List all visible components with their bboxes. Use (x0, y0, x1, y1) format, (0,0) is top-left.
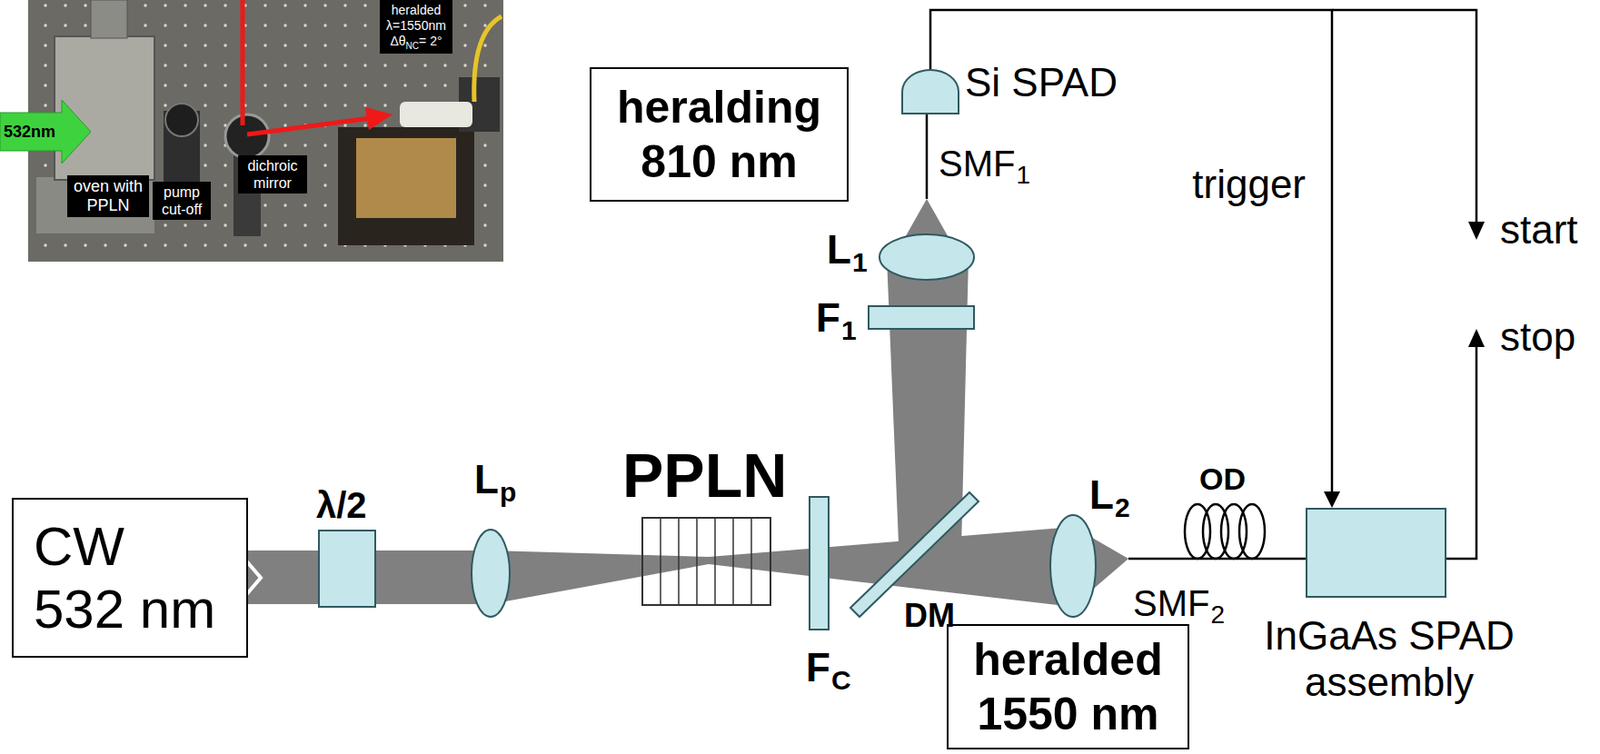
optics (318, 234, 1096, 630)
node-text: 532nm (3, 119, 56, 144)
part-label: L (474, 456, 499, 505)
node-text: Si SPAD (964, 58, 1118, 107)
drawing-part (809, 496, 829, 630)
drawing-part (1446, 345, 1477, 559)
subscript: 1 (852, 246, 868, 279)
subscript: 2 (1114, 491, 1131, 525)
part-label: DM (904, 596, 955, 636)
part-label: SMF (1132, 581, 1210, 626)
fibers-and-wires (926, 9, 1477, 559)
drawing-part (28, 0, 504, 262)
drawing-part (750, 517, 753, 606)
drawing-part (714, 517, 716, 606)
drawing-part (337, 127, 475, 246)
drawing-part (471, 529, 510, 617)
detector-symbol: Si SPAD (901, 69, 960, 115)
drawing-part (1239, 504, 1265, 559)
part-label: PPLN (622, 438, 787, 514)
connector (930, 9, 1341, 508)
drawing-part (28, 0, 504, 262)
part-label: L (1089, 471, 1114, 520)
drawing-part (732, 517, 735, 606)
connector-line (930, 9, 1332, 494)
node-text: = 2° (418, 33, 442, 49)
node-text: NC (406, 40, 419, 51)
detector-box: InGaAs SPAD assembly (1305, 507, 1447, 598)
subscript: 1 (841, 314, 857, 348)
drawing-part (660, 517, 752, 606)
signal-arrowheads (1468, 221, 1485, 348)
drawing-part (474, 16, 502, 102)
arrow-head (1323, 491, 1341, 508)
subscript: 1 (1015, 159, 1031, 191)
drawing-part (1468, 221, 1485, 240)
subscript: p (499, 476, 517, 509)
drawing-part (1050, 515, 1096, 617)
title-box: heralding 810 nm (589, 67, 849, 202)
part-label: L (826, 226, 852, 275)
drawing-part (659, 517, 662, 606)
drawing-part (356, 138, 457, 219)
drawing-part (1331, 9, 1477, 224)
drawing-part (365, 107, 393, 130)
drawing-part (925, 114, 929, 199)
part-label: SMF (938, 141, 1015, 186)
text-line: ΔθNC= 2° (382, 33, 450, 51)
node-text: heralding 810 nm (598, 79, 840, 189)
drawing-part (1468, 328, 1485, 348)
node-outline (901, 69, 960, 115)
edge-label: trigger (1192, 159, 1306, 209)
node-text: heralded 1550 nm (955, 632, 1181, 742)
part-label: OD (1199, 460, 1246, 498)
drawing-part (399, 101, 473, 128)
node-text: oven with PPLN (69, 177, 147, 216)
drawing-part (868, 306, 974, 329)
drawing-part (240, 0, 246, 126)
photo-label: oven with PPLN (67, 175, 150, 218)
part-label: start (1500, 206, 1579, 255)
drawing-part (165, 103, 199, 137)
title-box: heralded 1550 nm (946, 624, 1190, 750)
drawing-part (90, 0, 128, 39)
node-text: CW 532 nm (33, 515, 221, 641)
node-text: heralded (382, 2, 450, 19)
light-beam (238, 198, 1129, 607)
laser-box: CW 532 nm (11, 497, 249, 658)
drawing-part (695, 517, 698, 606)
photo-inset (28, 0, 504, 262)
drawing-part (879, 234, 974, 280)
subscript: C (831, 664, 852, 697)
photo-label: heraldedλ=1550nmΔθNC= 2° (379, 0, 453, 54)
part-label: F (805, 644, 831, 693)
photo-label: pump cut-off (152, 181, 211, 220)
node-text: pump cut-off (155, 183, 209, 219)
drawing-part (318, 530, 376, 607)
part-label: λ/2 (316, 483, 368, 527)
node-text: InGaAs SPAD assembly (1243, 612, 1535, 706)
drawing-part (247, 118, 371, 135)
beam-arrow: 532nm (0, 99, 91, 164)
drawing-part (677, 517, 680, 606)
drawing-part (225, 114, 269, 159)
subscript: 2 (1210, 599, 1225, 631)
drawing-part (642, 517, 771, 606)
node-text: Δθ (389, 33, 406, 49)
photo-label: dichroic mirror (238, 155, 308, 194)
part-label: stop (1500, 313, 1576, 362)
node-text: λ=1550nm (382, 18, 450, 34)
node-text: dichroic mirror (240, 157, 305, 192)
part-label: F (815, 294, 841, 343)
